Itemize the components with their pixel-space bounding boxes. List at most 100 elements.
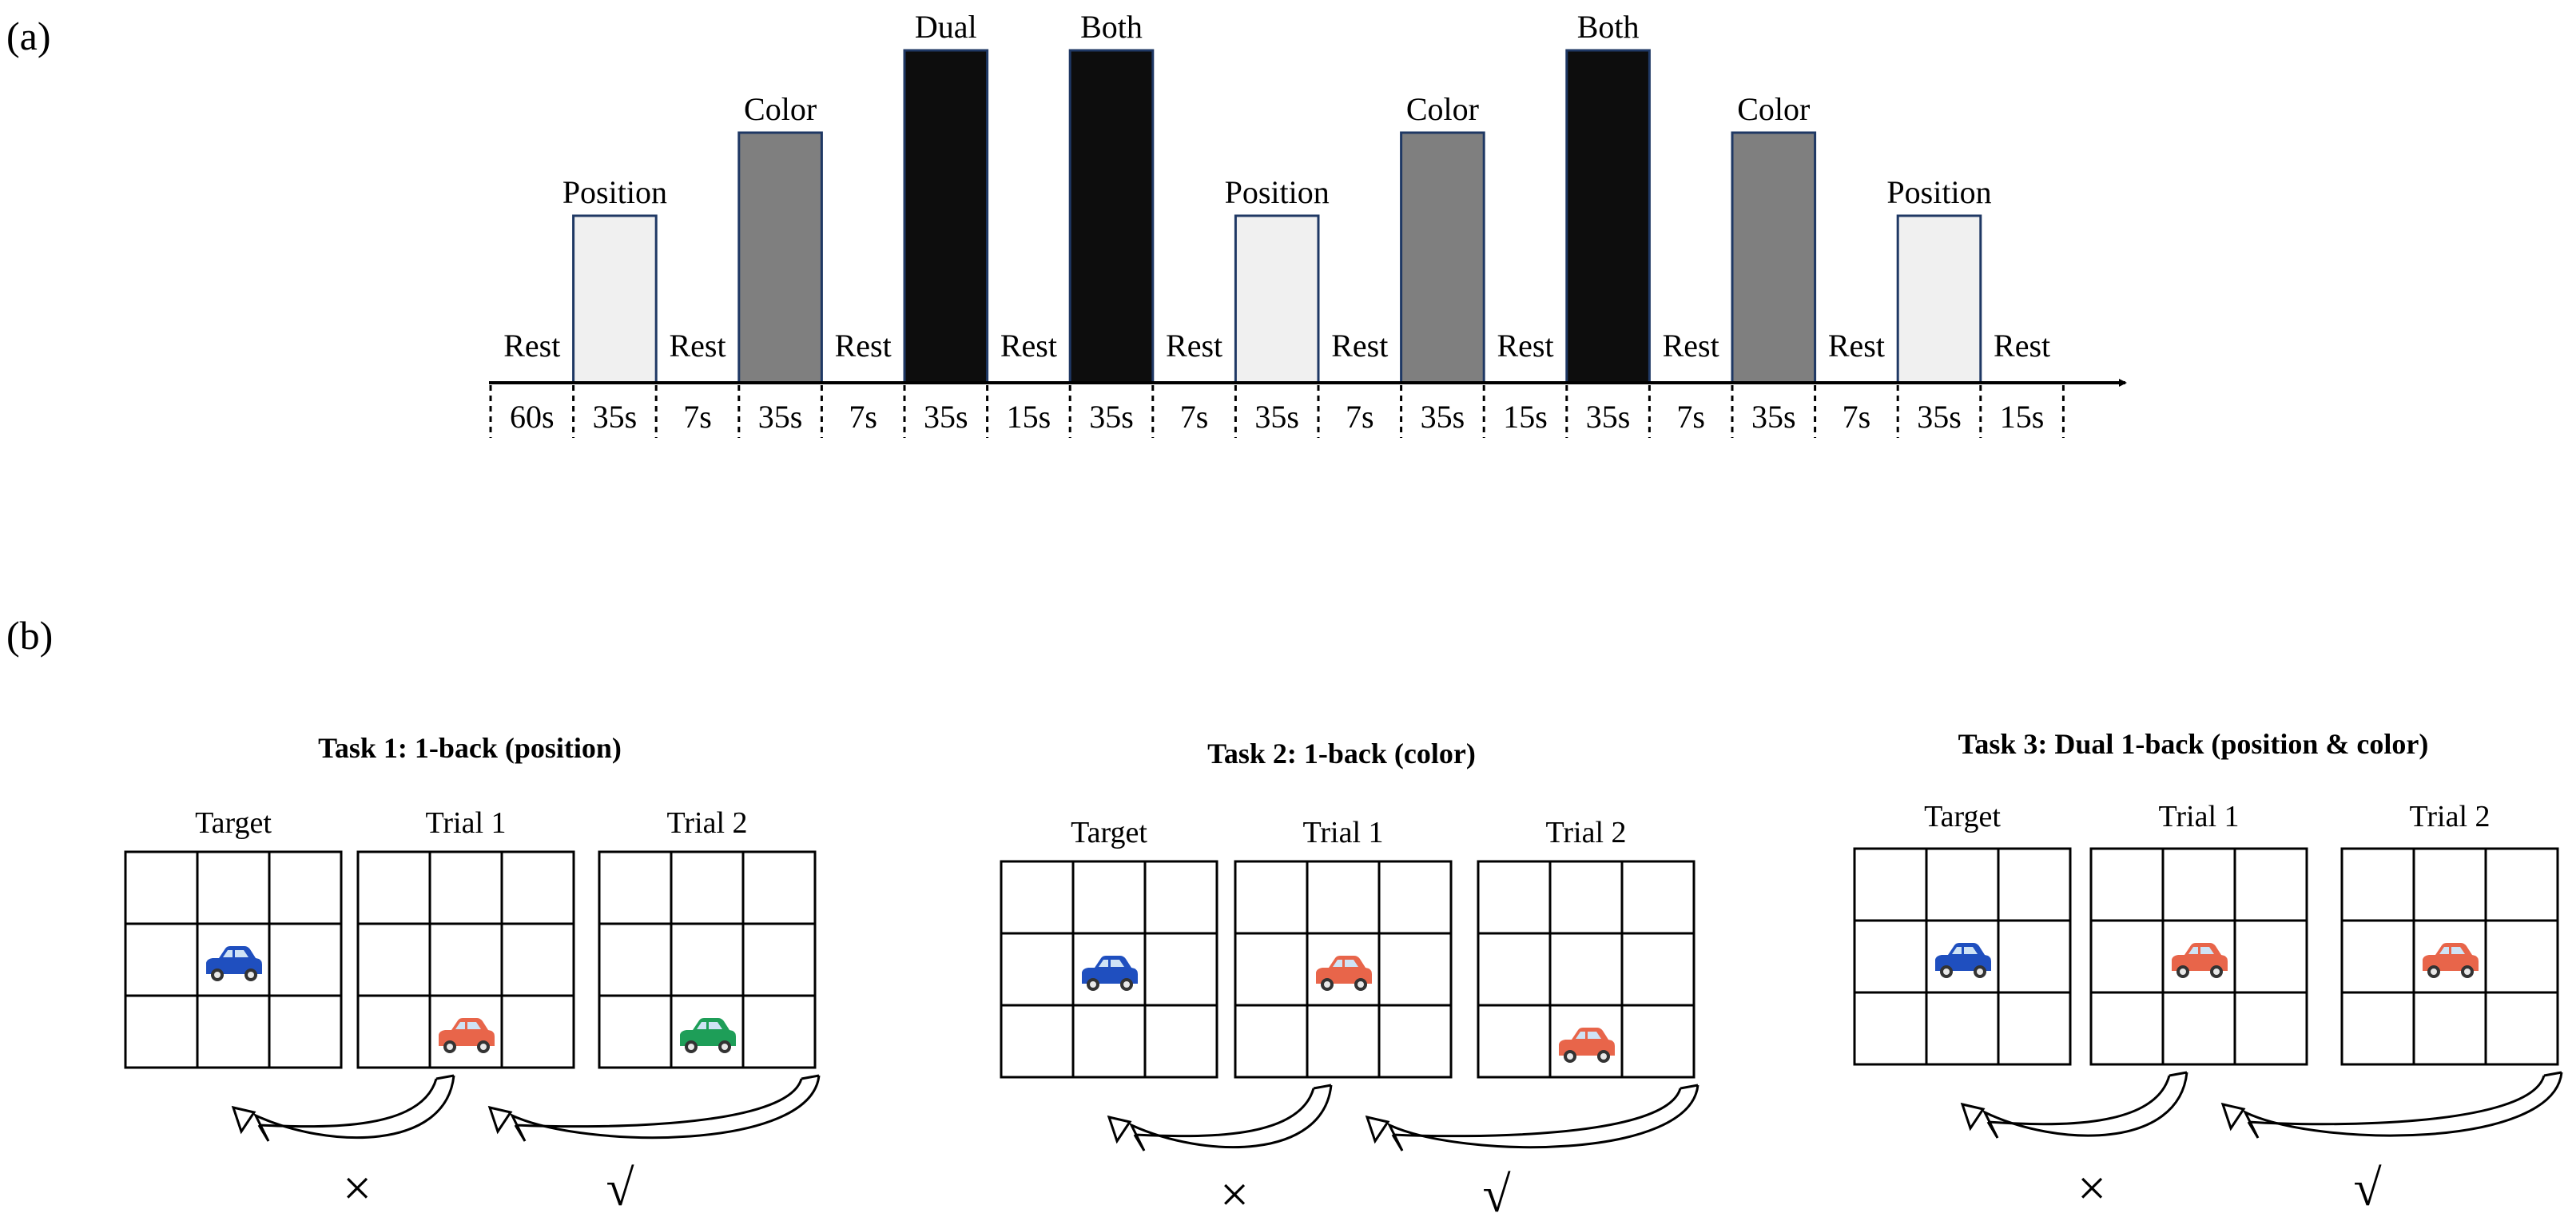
rest-label: Rest xyxy=(835,328,892,364)
panel-a-label: (a) xyxy=(6,14,51,58)
grid-frame xyxy=(1234,860,1453,1079)
block-label-color: Color xyxy=(1406,91,1479,127)
grid-trial-2: Trial 2 xyxy=(598,806,817,1069)
comparison-arrow xyxy=(231,1074,455,1142)
duration-label: 35s xyxy=(593,399,638,435)
block-both: Both 35s xyxy=(1068,9,1155,435)
car-icon xyxy=(1935,943,1991,978)
grid-label: Trial 2 xyxy=(1545,816,1626,849)
grid-label: Trial 2 xyxy=(666,806,747,840)
duration-label: 7s xyxy=(683,399,712,435)
duration-label: 7s xyxy=(1346,399,1374,435)
block-bar-color xyxy=(737,131,823,384)
block-color: Color 35s xyxy=(737,91,823,435)
grid-label: Trial 1 xyxy=(1302,816,1383,849)
task-title: Task 2: 1-back (color) xyxy=(1207,738,1476,770)
duration-label: 7s xyxy=(1180,399,1209,435)
mismatch-mark: × xyxy=(1220,1166,1249,1223)
rest-label: Rest xyxy=(1994,328,2050,364)
car-icon xyxy=(1082,956,1138,991)
rest-label: Rest xyxy=(1331,328,1388,364)
duration-label: 15s xyxy=(1503,399,1548,435)
grid-trial-2: Trial 2 xyxy=(1477,816,1695,1079)
block-dual: Dual 35s xyxy=(903,9,989,435)
rest-label: Rest xyxy=(1828,328,1885,364)
car-icon xyxy=(2423,943,2479,978)
panel-b-label: (b) xyxy=(6,613,53,658)
grid-target: Target xyxy=(1000,816,1218,1079)
car-icon xyxy=(206,946,262,981)
block-bar-position xyxy=(1234,214,1320,384)
rest-label: Rest xyxy=(1166,328,1222,364)
duration-label: 35s xyxy=(1089,399,1134,435)
block-bar-dual xyxy=(903,49,989,384)
duration-label: 35s xyxy=(758,399,803,435)
duration-label: 35s xyxy=(1254,399,1299,435)
grid-trial-1: Trial 1 xyxy=(2089,800,2308,1066)
block-label-color: Color xyxy=(744,91,817,127)
block-position: Position 35s xyxy=(1225,174,1330,435)
block-bar-color xyxy=(1731,131,1817,384)
comparison-arrow xyxy=(1107,1084,1333,1151)
block-rest: Rest 60s xyxy=(503,328,560,435)
car-icon xyxy=(680,1018,736,1053)
block-rest: Rest 7s xyxy=(1331,328,1388,435)
car-icon xyxy=(1316,956,1372,991)
duration-label: 35s xyxy=(1586,399,1631,435)
grid-target: Target xyxy=(1853,800,2072,1066)
duration-label: 35s xyxy=(1751,399,1796,435)
block-bar-position xyxy=(572,214,658,384)
grid-label: Target xyxy=(1924,800,2001,833)
task-title: Task 1: 1-back (position) xyxy=(318,732,622,764)
task-groups: Task 1: 1-back (position) Target Trial 1 Tr… xyxy=(124,728,2563,1223)
block-rest: Rest 7s xyxy=(669,328,725,435)
block-bar-both xyxy=(1068,49,1155,384)
block-label-both: Both xyxy=(1080,9,1143,45)
block-timeline: Rest60sPosition35sRest7sColor35sRest7sDu… xyxy=(489,9,2065,438)
task-1-group: Task 1: 1-back (position) Target Trial 1 Tr… xyxy=(124,732,821,1216)
duration-label: 60s xyxy=(510,399,555,435)
grid-label: Target xyxy=(195,806,272,840)
block-rest: Rest 7s xyxy=(1828,328,1885,435)
block-color: Color 35s xyxy=(1731,91,1817,435)
block-label-position: Position xyxy=(563,174,667,210)
duration-label: 35s xyxy=(924,399,968,435)
block-label-dual: Dual xyxy=(915,9,977,45)
grid-target: Target xyxy=(124,806,343,1069)
duration-label: 7s xyxy=(1843,399,1871,435)
duration-label: 35s xyxy=(1421,399,1465,435)
comparison-arrow xyxy=(1960,1071,2188,1139)
grid-trial-1: Trial 1 xyxy=(356,806,575,1069)
block-position: Position 35s xyxy=(563,174,667,435)
comparison-arrow xyxy=(2220,1071,2563,1139)
duration-label: 7s xyxy=(849,399,877,435)
block-label-both: Both xyxy=(1577,9,1640,45)
rest-label: Rest xyxy=(503,328,560,364)
grid-trial-1: Trial 1 xyxy=(1234,816,1453,1079)
block-bar-both xyxy=(1565,49,1651,384)
rest-label: Rest xyxy=(669,328,725,364)
car-icon xyxy=(2172,943,2228,978)
comparison-arrow xyxy=(1365,1084,1699,1151)
block-both: Both 35s xyxy=(1565,9,1651,435)
grid-label: Trial 2 xyxy=(2409,800,2490,833)
task-title: Task 3: Dual 1-back (position & color) xyxy=(1958,728,2429,760)
car-icon xyxy=(1559,1028,1615,1063)
rest-label: Rest xyxy=(1000,328,1057,364)
block-label-color: Color xyxy=(1737,91,1810,127)
block-label-position: Position xyxy=(1225,174,1330,210)
grid-label: Trial 1 xyxy=(2158,800,2239,833)
grid-trial-2: Trial 2 xyxy=(2340,800,2559,1066)
duration-label: 7s xyxy=(1676,399,1705,435)
mismatch-mark: × xyxy=(343,1159,372,1216)
comparison-arrow xyxy=(487,1074,821,1142)
mismatch-mark: × xyxy=(2077,1159,2106,1216)
car-icon xyxy=(439,1018,495,1053)
match-mark: √ xyxy=(2353,1159,2382,1216)
rest-label: Rest xyxy=(1663,328,1719,364)
